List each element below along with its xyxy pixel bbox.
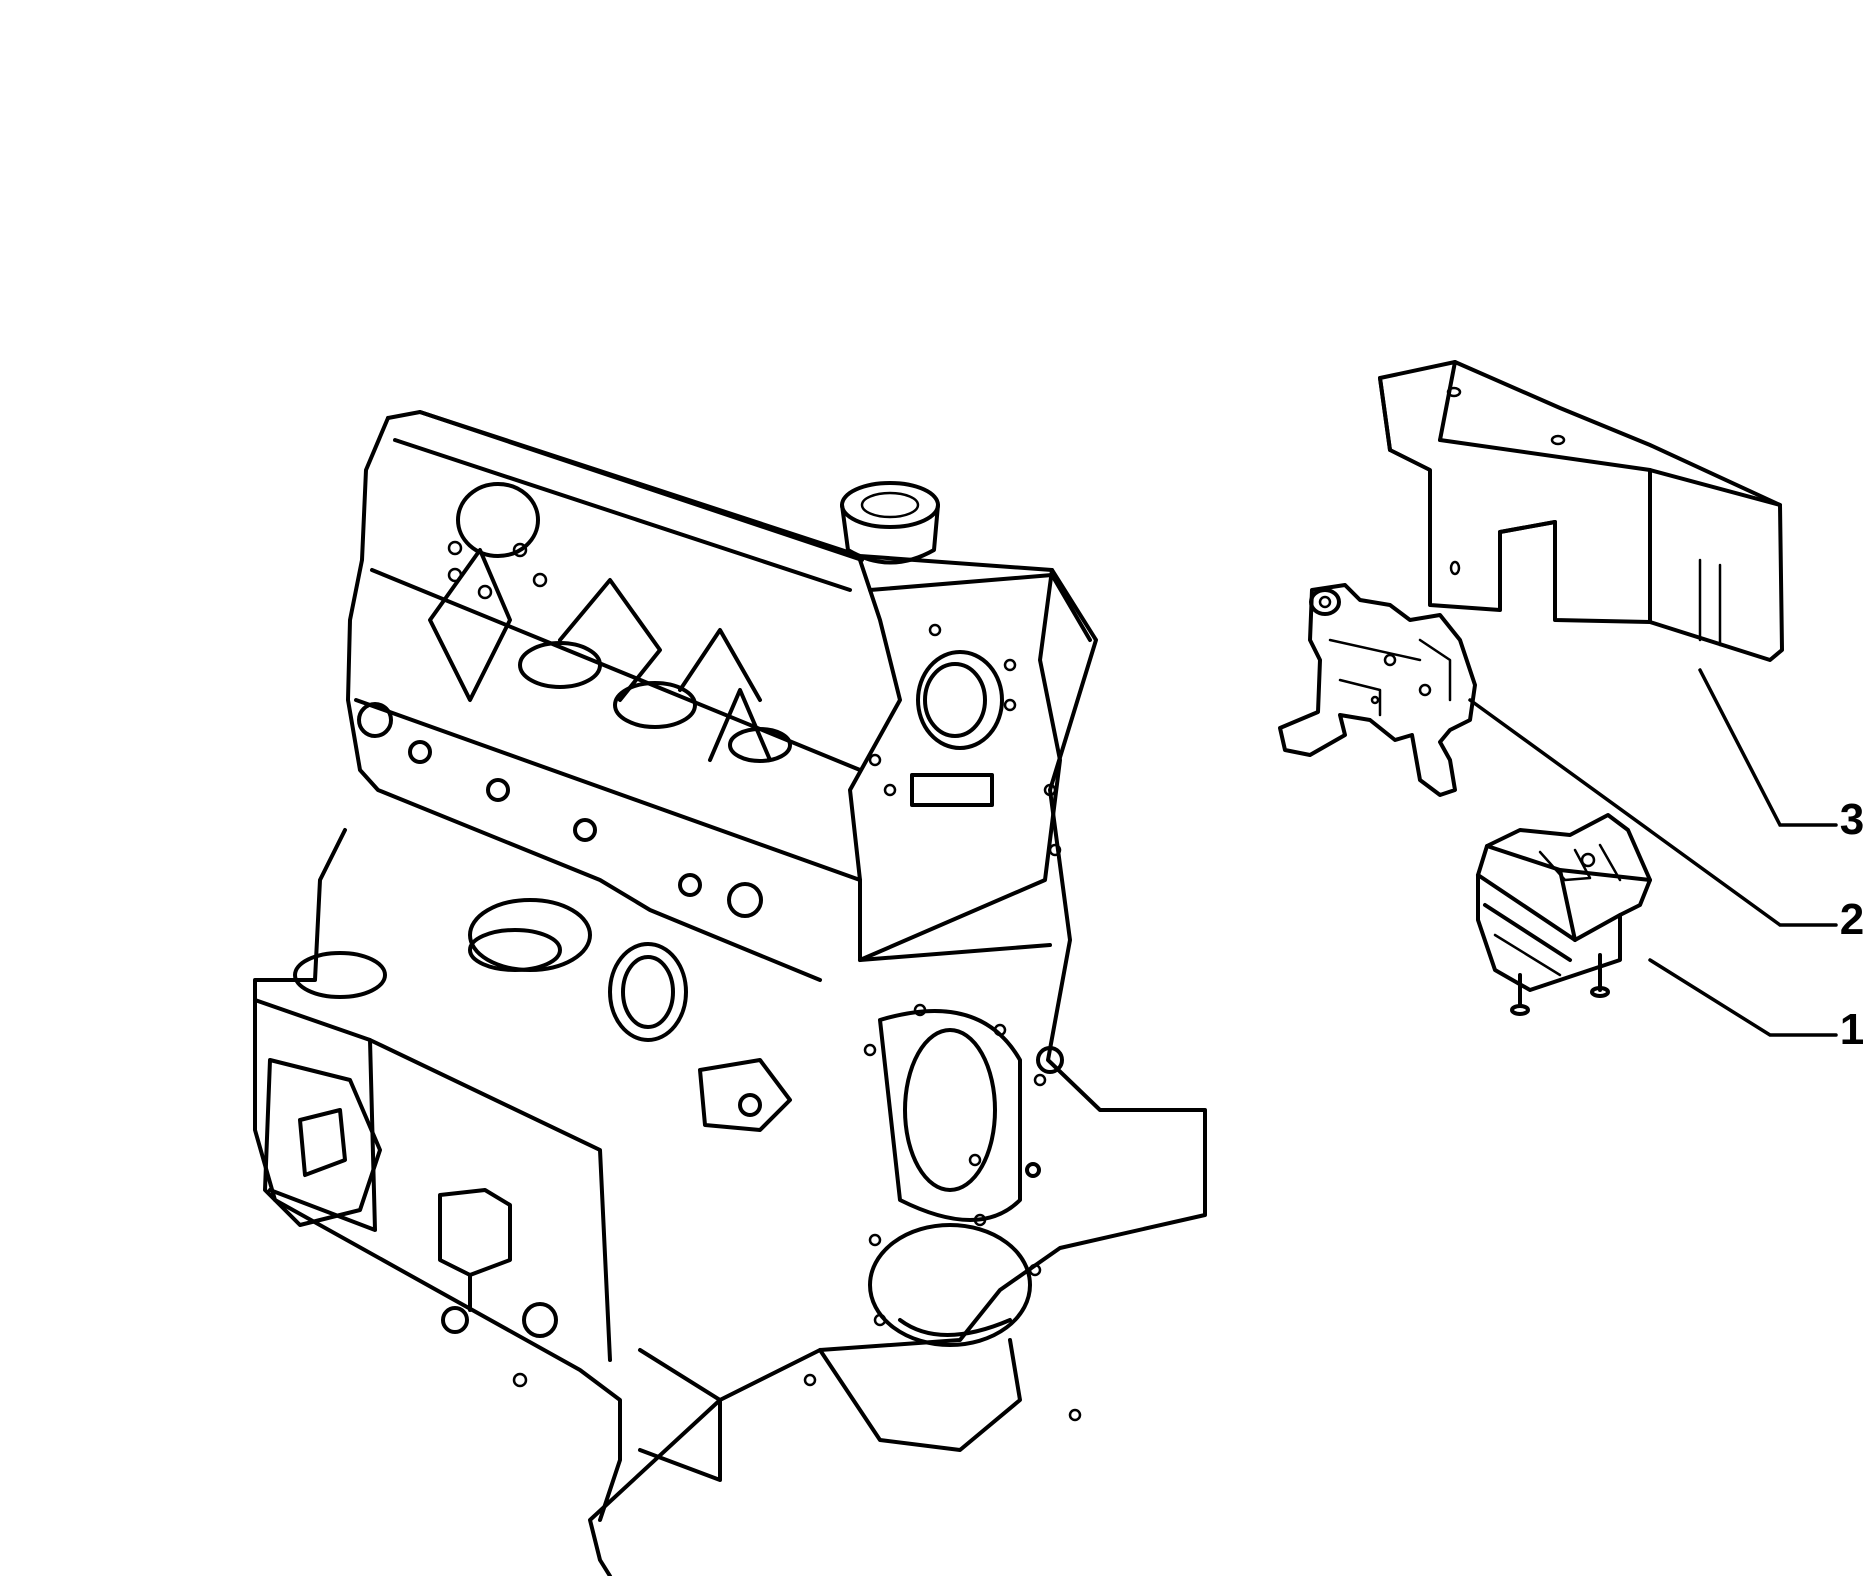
callout-3: 3 — [1698, 668, 1864, 844]
callout-label-2: 2 — [1840, 895, 1864, 944]
callout-label-1: 1 — [1840, 1005, 1864, 1054]
callout-2: 2 — [1468, 698, 1864, 944]
engine-mount-part — [1476, 813, 1652, 1016]
callout-label-3: 3 — [1840, 795, 1864, 844]
shield-cover-part — [1378, 360, 1784, 662]
callout-1: 1 — [1648, 958, 1864, 1054]
mounting-bracket-part — [1278, 583, 1477, 797]
engine-block — [253, 410, 1207, 1576]
